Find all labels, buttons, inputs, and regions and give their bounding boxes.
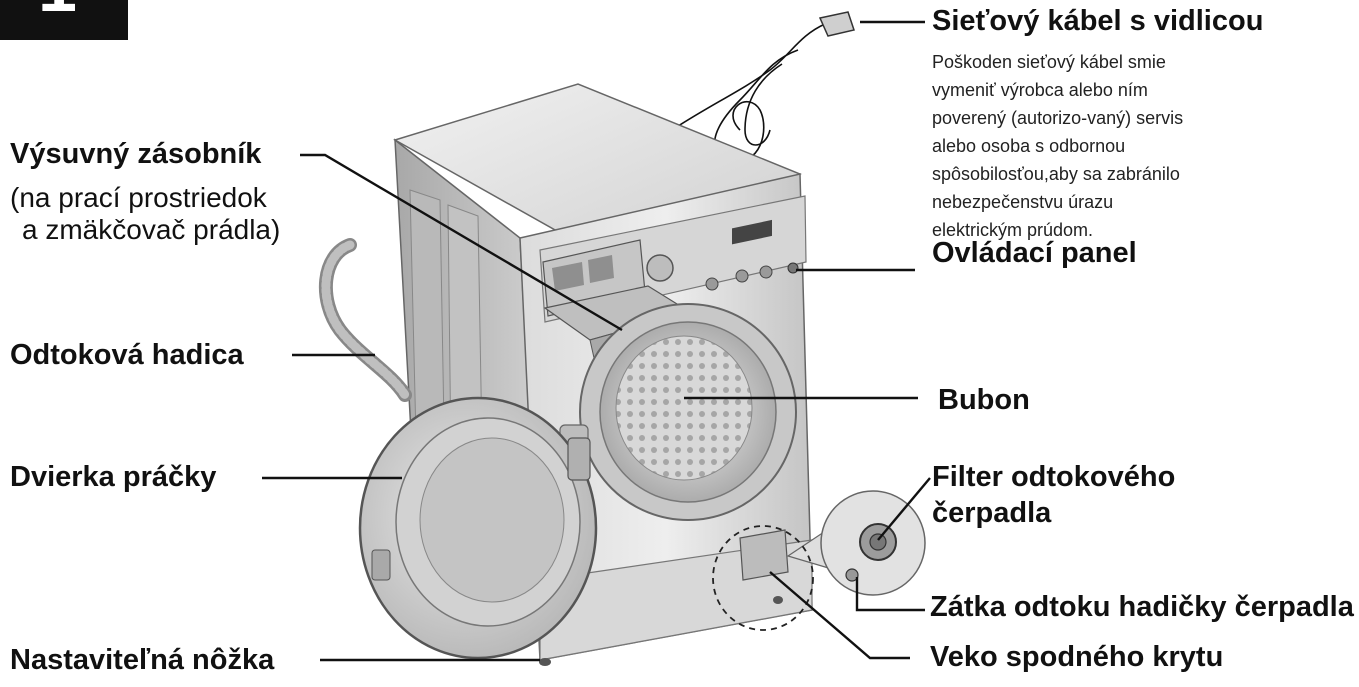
label-door: Dvierka práčky — [10, 460, 216, 494]
power-cord-note: Poškoden sieťový kábel smie vymeniť výro… — [932, 48, 1192, 244]
label-power-cord: Sieťový kábel s vidlicou — [932, 4, 1263, 38]
drawer-note-line-2: a zmäkčovač prádla) — [22, 214, 280, 245]
bottom-cover-shape — [740, 530, 788, 580]
panel-knob — [647, 255, 673, 281]
door-shape — [360, 398, 596, 658]
drawer-note-line-1: (na prací prostriedok — [10, 182, 267, 213]
label-pump-filter-line-1: Filter odtokového — [932, 460, 1175, 494]
label-bottom-cover: Veko spodného krytu — [930, 640, 1223, 674]
label-pump-filter-line-2: čerpadla — [932, 496, 1051, 530]
label-drain-plug: Zátka odtoku hadičky čerpadla — [930, 590, 1354, 624]
label-drum: Bubon — [938, 383, 1030, 417]
drain-hose — [326, 245, 405, 395]
label-control-panel: Ovládací panel — [932, 236, 1137, 270]
label-adjustable-foot: Nastaviteľná nôžka — [10, 643, 274, 677]
label-drawer: Výsuvný zásobník — [10, 137, 261, 171]
label-drain-hose: Odtoková hadica — [10, 338, 244, 372]
